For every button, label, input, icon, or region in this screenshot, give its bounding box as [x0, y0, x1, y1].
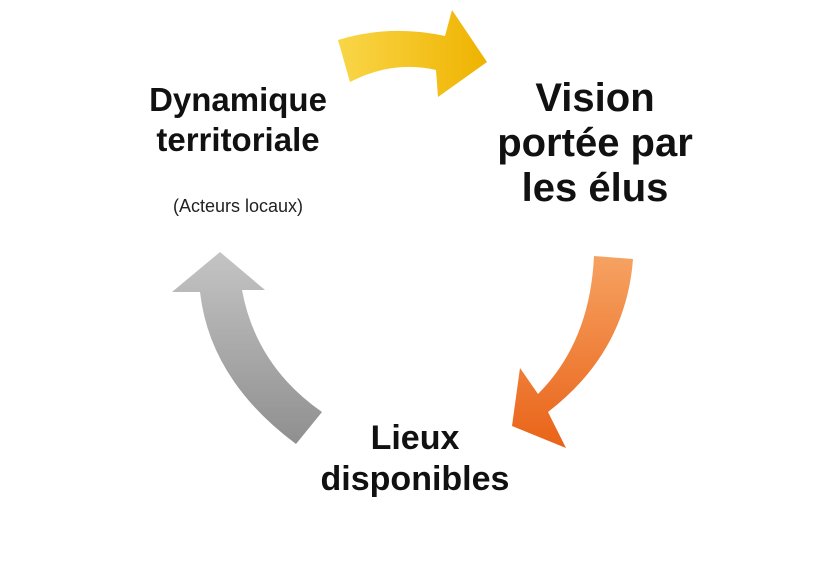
node-lieux-line1: Lieux	[370, 419, 460, 457]
node-dynamique-territoriale: Dynamique territoriale	[118, 80, 358, 161]
node-dynamique-subtitle: (Acteurs locaux)	[172, 196, 304, 216]
node-dynamique-line2: territoriale	[156, 121, 320, 159]
node-vision-line3: les élus	[521, 166, 669, 211]
arrow-vision-to-lieux	[512, 256, 633, 448]
arrow-lieux-to-dynamique	[172, 252, 322, 444]
node-vision-line1: Vision	[535, 76, 655, 120]
node-lieux-line2: disponibles	[320, 460, 510, 499]
arrow-dynamique-to-vision	[338, 10, 487, 97]
node-vision-elus: Vision portée par les élus	[470, 76, 720, 212]
node-dynamique-line1: Dynamique	[149, 81, 327, 118]
node-lieux-disponibles: Lieux disponibles	[290, 418, 540, 501]
node-vision-line2: portée par	[497, 121, 693, 166]
